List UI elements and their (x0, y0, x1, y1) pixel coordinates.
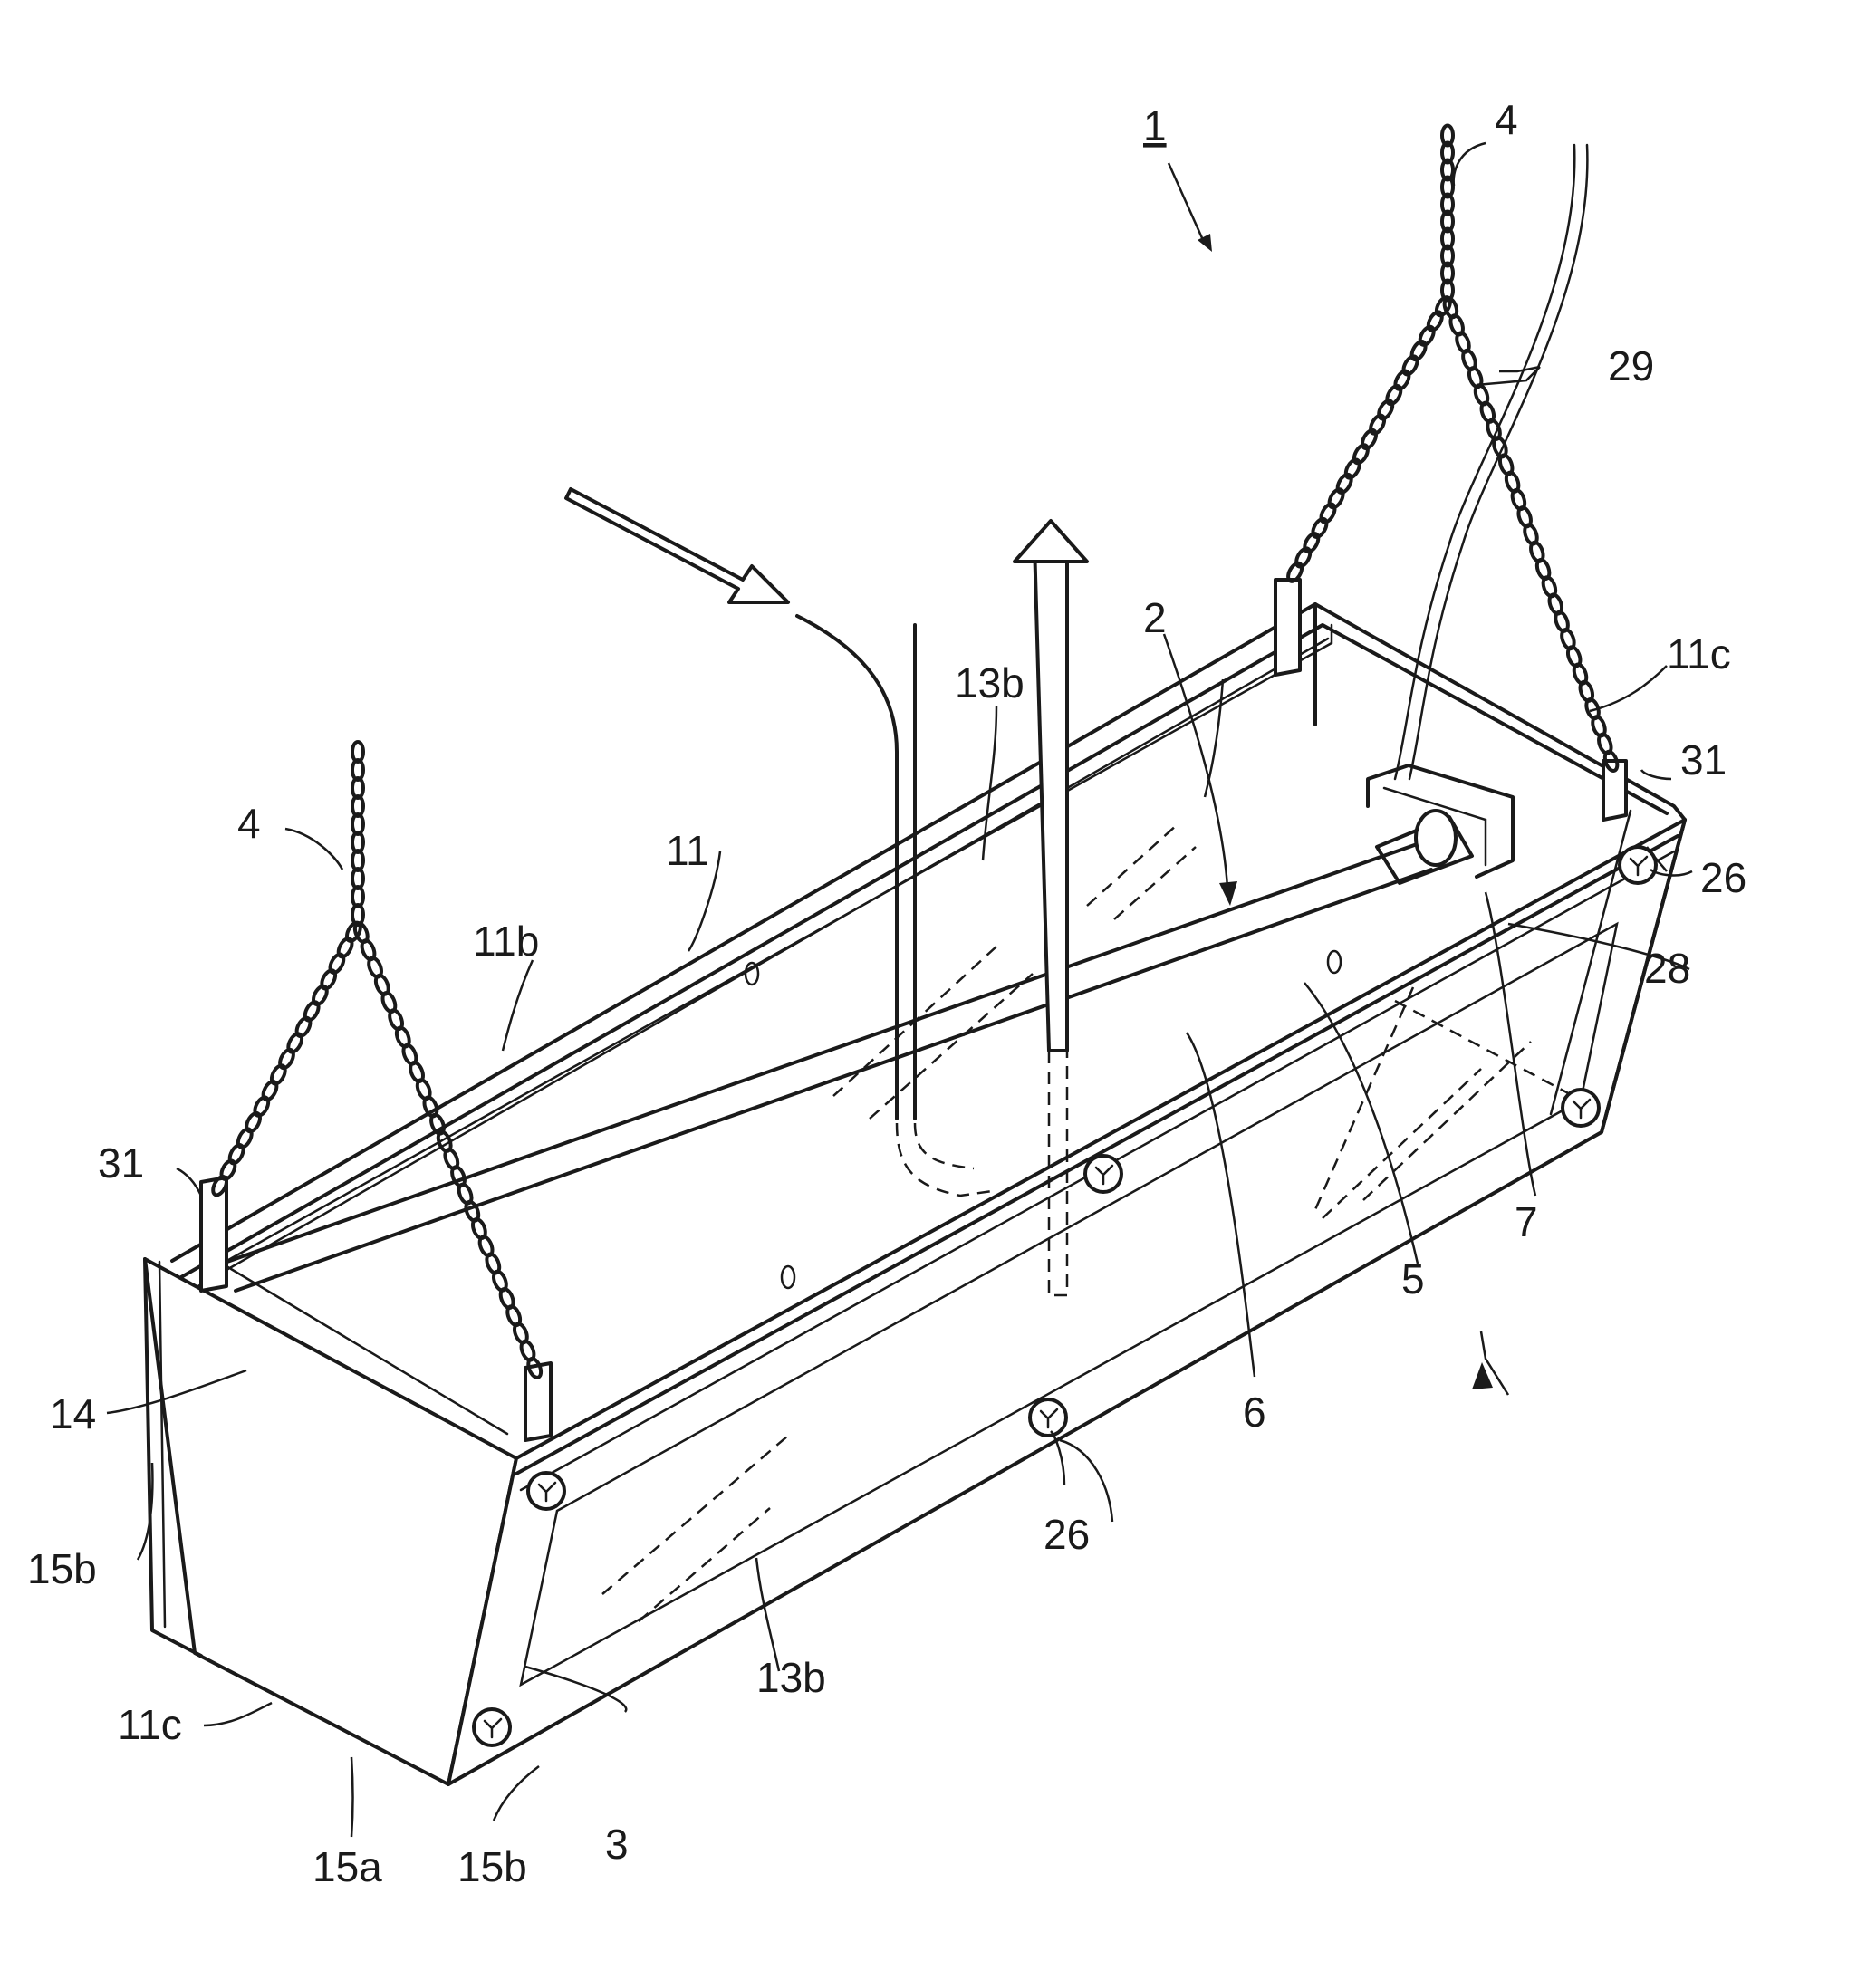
label-bracket-right: 31 (1680, 736, 1727, 783)
end-plate-left (145, 1259, 516, 1784)
outflow-arrow (1034, 543, 1067, 1051)
label-window-lower: 13b (756, 1654, 826, 1701)
bolt (474, 1709, 510, 1745)
label-chain-right: 4 (1495, 96, 1518, 143)
label-bolt-right: 26 (1700, 854, 1746, 901)
label-frame-end-left: 11c (118, 1701, 182, 1748)
label-bracket-left: 31 (98, 1139, 144, 1187)
label-bottom-edge: 15a (313, 1843, 382, 1890)
inflow-arrow (566, 489, 788, 602)
label-side-edge-left: 15b (27, 1545, 97, 1592)
label-frame-side-upper: 11b (473, 918, 539, 965)
label-lamp-tube: 5 (1401, 1255, 1425, 1302)
label-chain-left: 4 (237, 800, 261, 847)
label-apparatus: 1 (1143, 102, 1167, 149)
label-lamp-unit: 2 (1143, 594, 1167, 641)
bolt (528, 1473, 564, 1509)
label-tank: 3 (605, 1821, 629, 1868)
label-protective-tube: 6 (1243, 1389, 1266, 1436)
bolt (1563, 1090, 1599, 1126)
label-frame: 11 (666, 827, 709, 874)
bolt (1030, 1399, 1066, 1436)
chain-link (1285, 561, 1304, 583)
label-frame-end-right: 11c (1667, 630, 1731, 678)
label-side-edge-bottom: 15b (457, 1843, 527, 1890)
bolt (1085, 1156, 1121, 1192)
label-bolt-front: 26 (1044, 1511, 1090, 1558)
label-cables: 29 (1608, 342, 1654, 389)
flow-arrows (566, 489, 1087, 1295)
label-window-upper: 13b (955, 659, 1025, 706)
label-lamp-end: 7 (1515, 1198, 1538, 1245)
label-end-plate: 14 (50, 1390, 96, 1437)
cables (1395, 145, 1587, 779)
label-holder: 28 (1644, 945, 1690, 992)
